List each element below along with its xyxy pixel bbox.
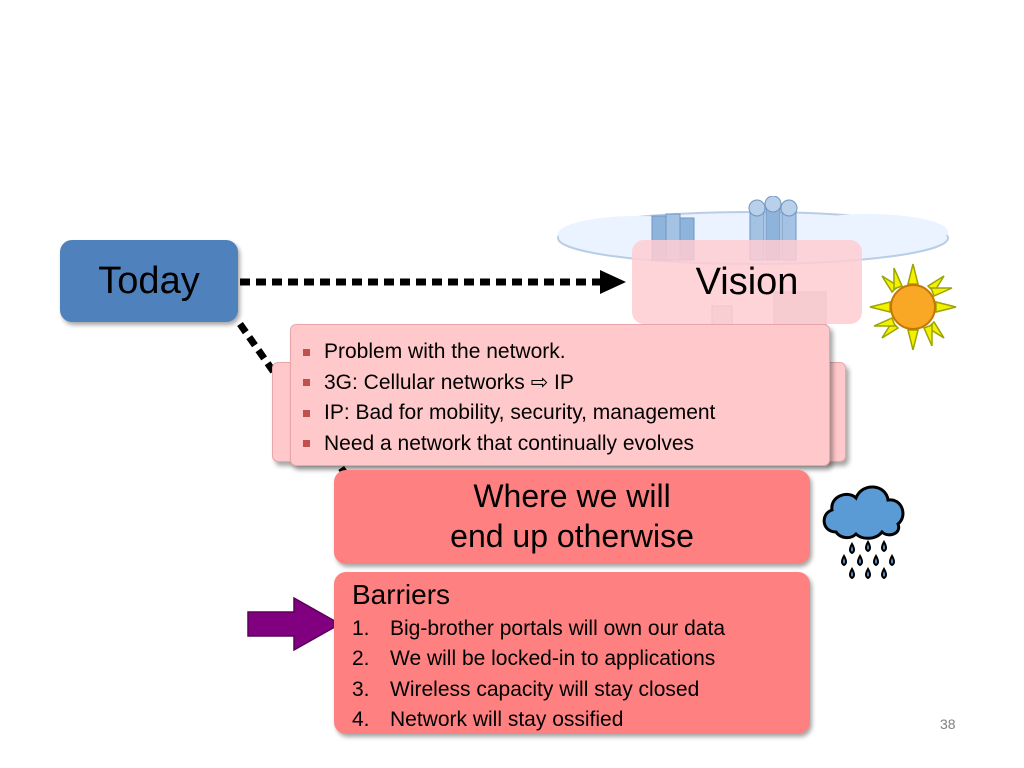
list-item: 4.Network will stay ossified [352,707,624,731]
bullet-icon [303,409,310,417]
pointer-arrow-icon [247,596,342,652]
barriers-title: Barriers [352,579,451,610]
list-item: 2.We will be locked-in to applications [352,647,716,671]
vision-label: Vision [695,260,799,303]
bullet-icon [303,348,310,356]
bullet-icon [303,440,310,448]
barriers-box: Barriers 1.Big-brother portals will own … [334,572,810,734]
list-item: 3.Wireless capacity will stay closed [352,677,700,701]
slide-number: 38 [940,716,956,732]
list-item: IP: Bad for mobility, security, manageme… [303,398,829,429]
where-label-line1: Where we will [473,478,671,514]
list-item: Need a network that continually evolves [303,429,829,460]
list-item: Problem with the network. [303,337,829,368]
today-label: Today [98,259,200,302]
arrowhead-icon [600,270,626,294]
problems-list: Problem with the network. 3G: Cellular n… [291,325,829,459]
barriers-list: 1.Big-brother portals will own our data … [352,614,810,735]
today-box: Today [60,240,238,322]
where-label-line2: end up otherwise [450,518,694,554]
sun-icon [869,263,957,351]
problems-card: Problem with the network. 3G: Cellular n… [290,324,830,466]
bullet-icon [303,379,310,387]
list-item: 1.Big-brother portals will own our data [352,617,725,640]
where-box: Where we will end up otherwise [334,470,810,564]
vision-box: Vision [632,240,862,324]
rain-cloud-icon [822,485,905,580]
list-item: 3G: Cellular networks ⇨ IP [303,368,829,399]
